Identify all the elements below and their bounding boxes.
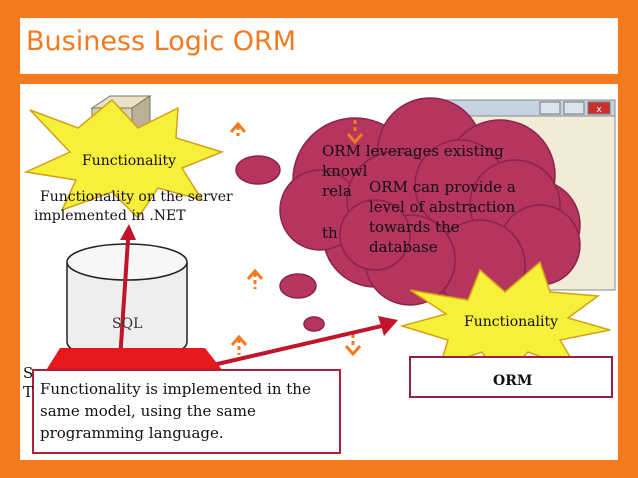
callout-line1: Functionality is implemented in the xyxy=(40,380,311,398)
bubble-back-line4: th xyxy=(322,224,338,242)
orm-box xyxy=(409,356,613,398)
bubble-back-line1: ORM leverages existing xyxy=(322,142,504,160)
arrow-down-2 xyxy=(344,334,362,357)
callout-line3: programming language. xyxy=(40,424,224,442)
database-label: SQL xyxy=(112,316,143,332)
burst-right-label: Functionality xyxy=(464,314,558,330)
server-label-line1: Functionality on the server xyxy=(40,189,233,205)
slide-title: Business Logic ORM xyxy=(26,26,297,57)
bubble-back-line3: rela xyxy=(322,182,352,200)
bubble-front-line3: towards the xyxy=(369,218,460,236)
orm-label: ORM xyxy=(493,373,533,389)
thought-cloud-front xyxy=(339,139,581,311)
functionality-burst-right xyxy=(399,260,611,384)
arrow-up-2 xyxy=(246,268,264,289)
bubble-front-line1: ORM can provide a xyxy=(369,178,516,196)
bubble-back-line2: knowl xyxy=(322,162,368,180)
edge-char-2: T xyxy=(23,383,34,401)
title-bar: Business Logic ORM xyxy=(20,18,618,74)
red-arrow-to-burst xyxy=(118,224,136,361)
arrow-up-3 xyxy=(230,334,248,355)
server-label-line2: implemented in .NET xyxy=(34,208,186,224)
arrow-down-1 xyxy=(346,120,364,145)
burst-left-label: Functionality xyxy=(82,153,176,169)
red-arrow-to-orm xyxy=(199,316,398,370)
callout-line2: same model, using the same xyxy=(40,402,256,420)
bubble-front-line2: level of abstraction xyxy=(369,198,516,216)
bubble-front-line4: database xyxy=(369,238,438,256)
svg-text:x: x xyxy=(596,105,602,115)
arrow-up-1 xyxy=(229,121,247,136)
edge-char-1: S xyxy=(23,364,34,382)
callout-box xyxy=(32,369,341,454)
functionality-burst-left xyxy=(23,98,225,220)
